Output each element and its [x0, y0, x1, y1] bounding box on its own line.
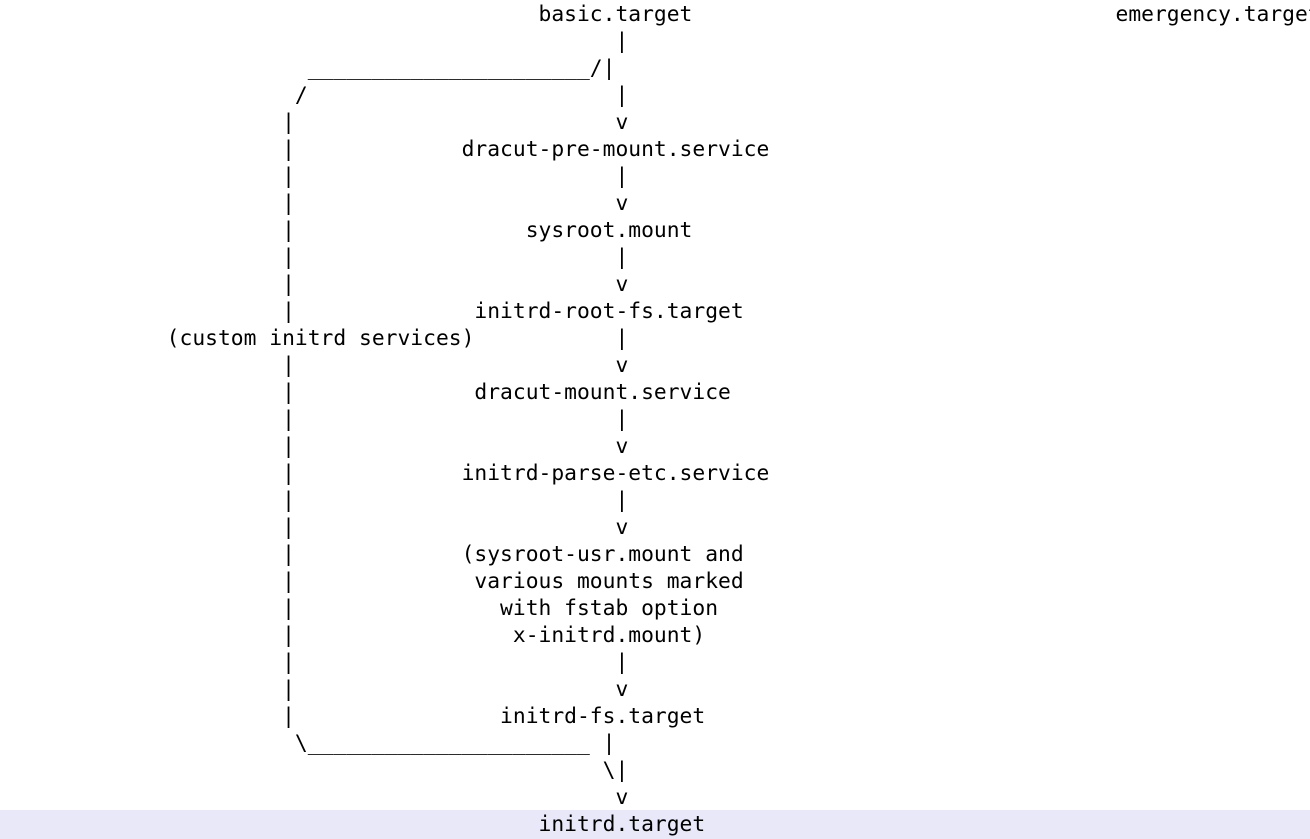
diagram-line: | initrd-root-fs.target: [0, 299, 744, 324]
diagram-line: | v: [0, 353, 629, 378]
diagram-line: | v: [0, 434, 629, 459]
diagram-line: |: [0, 29, 629, 54]
diagram-line: | |: [0, 164, 629, 189]
diagram-line: | |: [0, 407, 629, 432]
diagram-line: | x-initrd.mount): [0, 623, 706, 648]
diagram-line: | sysroot.mount: [0, 218, 693, 243]
current-line-highlight: [0, 810, 1310, 839]
diagram-line: | |: [0, 488, 629, 513]
diagram-line: | initrd-parse-etc.service: [0, 461, 770, 486]
diagram-line: ______________________/|: [0, 56, 616, 81]
diagram-line: \|: [0, 758, 629, 783]
diagram-line: | |: [0, 245, 629, 270]
diagram-line: | |: [0, 650, 629, 675]
diagram-line: \______________________ |: [0, 731, 616, 756]
diagram-line: v: [0, 785, 629, 810]
diagram-line: | v: [0, 677, 629, 702]
diagram-line: / |: [0, 83, 629, 108]
diagram-line: initrd.target: [0, 812, 706, 837]
diagram-line: | v: [0, 110, 629, 135]
diagram-line: | v: [0, 515, 629, 540]
diagram-line: | v: [0, 191, 629, 216]
diagram-line: | with fstab option: [0, 596, 719, 621]
diagram-line: | (sysroot-usr.mount and: [0, 542, 744, 567]
diagram-line: | initrd-fs.target: [0, 704, 706, 729]
diagram-line: basic.target emergency.target: [0, 2, 1310, 27]
diagram-line: | v: [0, 272, 629, 297]
diagram-line: | dracut-pre-mount.service: [0, 137, 770, 162]
diagram-line: (custom initrd services) |: [0, 326, 629, 351]
diagram-line: | various mounts marked: [0, 569, 744, 594]
diagram-line: | dracut-mount.service: [0, 380, 731, 405]
